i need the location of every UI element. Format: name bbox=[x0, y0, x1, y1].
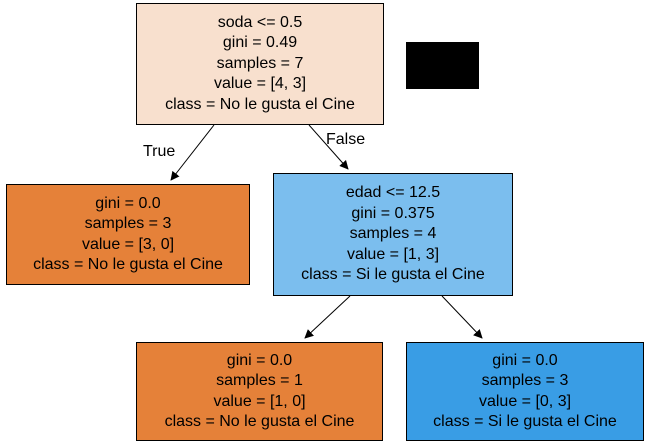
node-samples: samples = 7 bbox=[216, 54, 304, 72]
node-value: value = [3, 0] bbox=[81, 235, 175, 253]
node-class: class = No le gusta el Cine bbox=[165, 95, 355, 113]
node-value: value = [4, 3] bbox=[213, 75, 307, 93]
node-samples: samples = 3 bbox=[84, 215, 172, 232]
tree-node-right-left-leaf: gini = 0.0 samples = 1 value = [1, 0] cl… bbox=[136, 342, 383, 441]
edge-right-to-right-left bbox=[304, 295, 351, 339]
node-class: class = No le gusta el Cine bbox=[33, 256, 223, 273]
edge-label-true: True bbox=[143, 143, 176, 160]
redaction-box bbox=[406, 42, 479, 89]
tree-node-left-leaf: gini = 0.0 samples = 3 value = [3, 0] cl… bbox=[6, 184, 250, 285]
tree-node-root: soda <= 0.5 gini = 0.49 samples = 7 valu… bbox=[136, 3, 384, 125]
edge-right-to-right-right bbox=[441, 295, 483, 339]
node-split-condition: edad <= 12.5 bbox=[345, 184, 441, 202]
node-split-condition: soda <= 0.5 bbox=[217, 13, 303, 31]
node-class: class = Si le gusta el Cine bbox=[433, 413, 617, 430]
node-samples: samples = 3 bbox=[481, 372, 569, 389]
edge-root-to-right bbox=[308, 124, 349, 170]
node-gini: gini = 0.0 bbox=[226, 351, 293, 369]
node-samples: samples = 4 bbox=[349, 225, 437, 243]
node-gini: gini = 0.0 bbox=[492, 351, 558, 369]
node-class: class = No le gusta el Cine bbox=[164, 413, 355, 430]
node-gini: gini = 0.0 bbox=[95, 194, 161, 212]
node-gini: gini = 0.375 bbox=[351, 204, 435, 222]
node-value: value = [1, 0] bbox=[213, 392, 306, 410]
node-samples: samples = 1 bbox=[216, 372, 303, 389]
node-value: value = [1, 3] bbox=[346, 245, 440, 263]
node-value: value = [0, 3] bbox=[478, 392, 572, 410]
edge-root-to-left bbox=[170, 124, 215, 181]
tree-node-right-right-leaf: gini = 0.0 samples = 3 value = [0, 3] cl… bbox=[406, 342, 644, 441]
edge-label-false: False bbox=[326, 131, 366, 148]
node-gini: gini = 0.49 bbox=[222, 34, 298, 52]
tree-node-right: edad <= 12.5 gini = 0.375 samples = 4 va… bbox=[273, 173, 513, 296]
node-class: class = Si le gusta el Cine bbox=[301, 266, 485, 284]
